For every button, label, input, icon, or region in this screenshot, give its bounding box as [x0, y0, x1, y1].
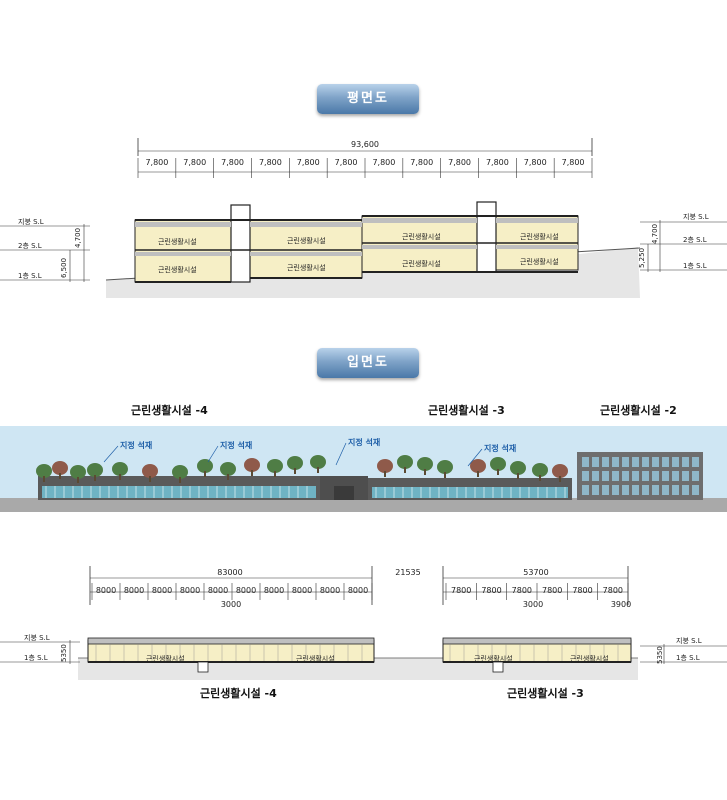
building-label-2: 근린생활시설 -2 — [600, 404, 677, 417]
right-roof-level: 지붕 S.L — [683, 213, 709, 221]
long-right-sub-b: 3900 — [610, 600, 632, 609]
long-right-sub-a: 3000 — [522, 600, 544, 609]
long-mid-gap: 21535 — [395, 568, 421, 577]
right-height-total: 5,250 — [638, 247, 646, 268]
left-height-total: 6,500 — [60, 257, 68, 278]
ls-room-label: 근린생활시설 — [474, 655, 513, 663]
span-dimension: 8000 — [151, 586, 173, 595]
left-height-upper: 4,700 — [74, 227, 82, 248]
span-dimension: 7,800 — [221, 158, 245, 167]
span-dimension: 7,800 — [410, 158, 434, 167]
room-label: 근린생활시설 — [287, 237, 326, 245]
span-dimension: 7800 — [511, 586, 532, 595]
section-total-dimension: 93,600 — [351, 140, 379, 149]
span-dimension: 7,800 — [523, 158, 547, 167]
ls-left-roof-level: 지붕 S.L — [24, 634, 50, 642]
right-height-upper: 4,700 — [651, 223, 659, 244]
stone-callout: 지정 석재 — [348, 438, 381, 447]
room-label: 근린생활시설 — [520, 233, 559, 241]
ls-right-roof-level: 지붕 S.L — [676, 637, 702, 645]
ls-room-label: 근린생활시설 — [146, 655, 185, 663]
span-dimension: 7800 — [481, 586, 502, 595]
span-dimension: 8000 — [95, 586, 117, 595]
span-dimension: 8000 — [347, 586, 369, 595]
ls-left-height: 5350 — [60, 644, 68, 662]
room-label: 근린생활시설 — [402, 233, 441, 241]
stone-callout: 지정 석재 — [484, 444, 517, 453]
section-title: 평면도 — [317, 84, 419, 114]
span-dimension: 7,800 — [561, 158, 585, 167]
ls-building-label-3: 근린생활시설 -3 — [507, 687, 584, 700]
ls-room-label: 근린생활시설 — [296, 655, 335, 663]
ls-room-label: 근린생활시설 — [570, 655, 609, 663]
span-dimension: 7800 — [602, 586, 623, 595]
ls-building-label-4: 근린생활시설 -4 — [200, 687, 277, 700]
stone-callout: 지정 석재 — [220, 441, 253, 450]
span-dimension: 7,800 — [183, 158, 207, 167]
room-label: 근린생활시설 — [158, 238, 197, 246]
long-left-sub: 3000 — [220, 600, 242, 609]
span-dimension: 7,800 — [145, 158, 169, 167]
ls-left-1f-level: 1층 S.L — [24, 654, 48, 662]
span-dimension: 8000 — [123, 586, 145, 595]
span-dimension: 7800 — [541, 586, 563, 595]
long-left-total: 83000 — [217, 568, 243, 577]
ls-right-1f-level: 1층 S.L — [676, 654, 700, 662]
span-dimension: 7,800 — [372, 158, 396, 167]
left-roof-level: 지붕 S.L — [18, 218, 44, 226]
long-right-total: 53700 — [523, 568, 549, 577]
room-label: 근린생활시설 — [520, 258, 559, 266]
span-dimension: 8000 — [263, 586, 285, 595]
stone-callout: 지정 석재 — [120, 441, 153, 450]
building-label-4: 근린생활시설 -4 — [131, 404, 208, 417]
right-2f-level: 2층 S.L — [683, 236, 707, 244]
left-1f-level: 1층 S.L — [18, 272, 42, 280]
span-dimension: 7,800 — [448, 158, 472, 167]
span-dimension: 7800 — [572, 586, 593, 595]
right-1f-level: 1층 S.L — [683, 262, 707, 270]
span-dimension: 7,800 — [296, 158, 320, 167]
room-label: 근린생활시설 — [158, 266, 197, 274]
room-label: 근린생활시설 — [402, 260, 441, 268]
span-dimension: 8000 — [319, 586, 341, 595]
room-label: 근린생활시설 — [287, 264, 326, 272]
span-dimension: 7,800 — [258, 158, 282, 167]
span-dimension: 8000 — [207, 586, 229, 595]
span-dimension: 8000 — [291, 586, 313, 595]
building-label-3: 근린생활시설 -3 — [428, 404, 505, 417]
ls-right-height: 5350 — [656, 646, 664, 664]
span-dimension: 7,800 — [485, 158, 509, 167]
span-dimension: 7800 — [450, 586, 472, 595]
left-2f-level: 2층 S.L — [18, 242, 42, 250]
span-dimension: 7,800 — [334, 158, 358, 167]
span-dimension: 8000 — [179, 586, 201, 595]
elevation-title: 입면도 — [317, 348, 419, 378]
span-dimension: 8000 — [235, 586, 257, 595]
